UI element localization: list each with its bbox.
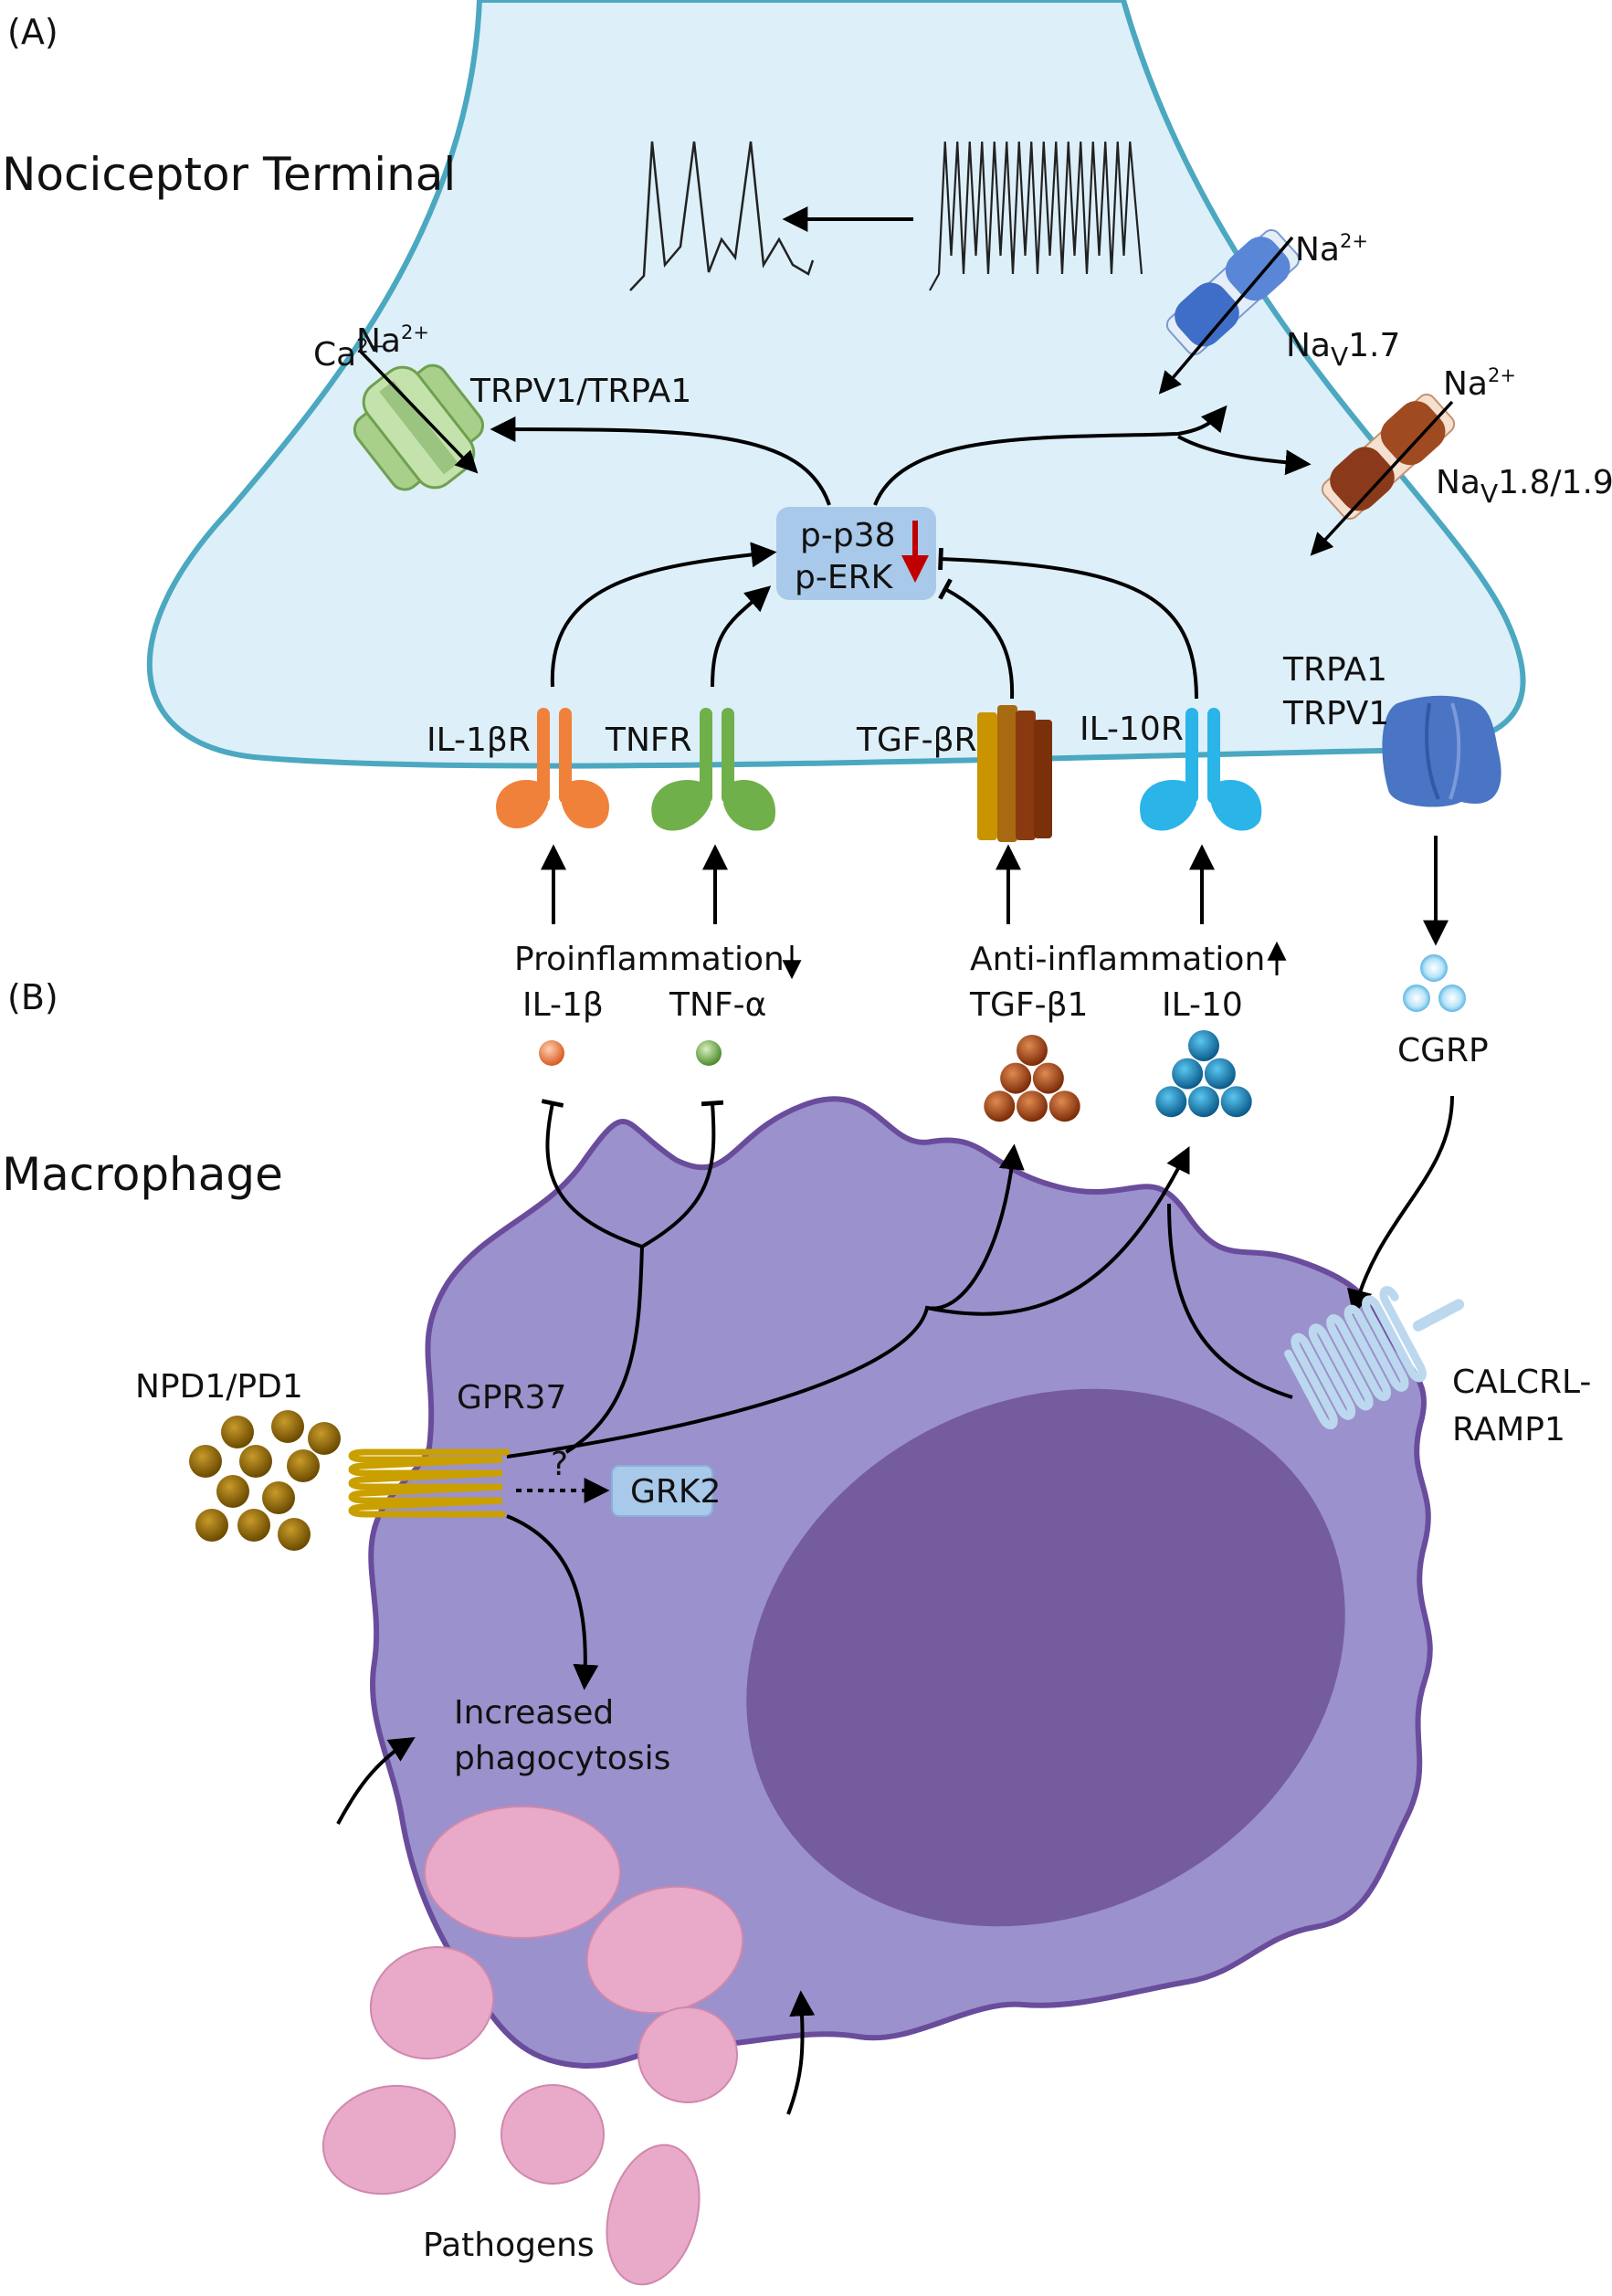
- nociceptor-terminal-title: Nociceptor Terminal: [2, 148, 456, 201]
- nav17-sodium-label: Na2+: [1295, 230, 1368, 269]
- pathogen-uptake-arrow-1: [336, 1737, 416, 1825]
- trpv1-ion-flow-arrow: [359, 350, 479, 474]
- grk2-label: GRK2: [630, 1473, 721, 1511]
- macrophage-nucleus: [746, 1388, 1345, 1927]
- calcrl-to-il10-link: [1167, 1203, 1293, 1399]
- tnfr-receptor-icon: [651, 708, 776, 831]
- gpr37-inhibit-tnfa: [640, 1100, 724, 1248]
- il1br-to-kinase-arrow: [550, 542, 777, 688]
- nav18-channel-icon: [1321, 394, 1456, 520]
- pathogens-label: Pathogens: [423, 2227, 595, 2264]
- gpr37-to-il10-arrow: [506, 1145, 1190, 1459]
- nav17-channel-icon: [1165, 229, 1301, 355]
- tgfb1-label: TGF-β1: [969, 986, 1088, 1024]
- il1br-label: IL-1βR: [427, 721, 531, 759]
- proinflammation-label: Proinflammation: [514, 941, 785, 978]
- pathogen-internalized-3: [637, 2006, 738, 2103]
- npd1-pd1-label: NPD1/PD1: [135, 1368, 303, 1406]
- tgfbr-label: TGF-βR: [856, 721, 977, 759]
- nociceptor-terminal-shape: [146, 0, 1526, 769]
- gpr37-label: GPR37: [457, 1379, 566, 1417]
- il10r-inhibit-kinase: [938, 547, 1198, 700]
- nav18-label: NaV1.8/1.9: [1436, 464, 1612, 509]
- kinase-to-nav18-arrow: [1177, 435, 1312, 476]
- tnfa-molecule-icon: [696, 1040, 722, 1066]
- macrophage-title: Macrophage: [2, 1148, 283, 1201]
- panel-b-label: (B): [7, 977, 58, 1017]
- kinase-to-nav17-arrow: [873, 405, 1227, 506]
- tgfb1-molecules-icon: [984, 1035, 1080, 1122]
- il1b-molecule-icon: [539, 1040, 564, 1066]
- nav17-label: NaV1.7: [1286, 327, 1400, 372]
- action-potential-low-frequency: [629, 141, 815, 291]
- pathogen-uptake-arrow-2: [786, 1990, 816, 2115]
- gpr37-to-phagocytosis-arrow: [506, 1514, 599, 1690]
- pathogen-1: [369, 1946, 495, 2059]
- il10r-label: IL-10R: [1080, 711, 1184, 748]
- grk2-box: [611, 1465, 713, 1517]
- calcrl-ramp1-receptor-icon: [1284, 1286, 1465, 1430]
- anti-inflammation-label: Anti-inflammation: [970, 941, 1265, 978]
- tgfbr-receptor-icon: [977, 705, 1052, 842]
- phagocytosis-label-2: phagocytosis: [454, 1740, 670, 1777]
- tnfr-label: TNFR: [605, 721, 692, 759]
- nav18-sodium-label: Na2+: [1443, 364, 1516, 403]
- il1br-receptor-icon: [496, 708, 609, 828]
- trpv1-trpa1-channel-icon: [353, 363, 485, 491]
- trpa1-trpv1-membrane-channel-icon: [1382, 695, 1501, 807]
- gpr37-receptor-icon: [348, 1448, 511, 1518]
- trpa1-label: TRPA1: [1282, 651, 1387, 689]
- tnfa-label: TNF-α: [669, 986, 766, 1024]
- trpv1-label: TRPV1: [1282, 695, 1389, 732]
- gpr37-inhibit-il1b: [541, 1099, 643, 1248]
- grk2-question-mark: ?: [551, 1446, 568, 1483]
- tnfr-to-kinase-arrow: [711, 585, 772, 688]
- kinase-label-pp38: p-p38: [800, 517, 896, 554]
- pathogen-4: [606, 2143, 701, 2286]
- cgrp-label: CGRP: [1397, 1032, 1489, 1069]
- kinase-box: [776, 507, 936, 600]
- calcrl-label: CALCRL-: [1452, 1364, 1591, 1401]
- kinase-label-perk: p-ERK: [795, 559, 894, 596]
- trpv1-trpa1-label: TRPV1/TRPA1: [469, 373, 691, 410]
- phagocytosis-label-1: Increased: [454, 1694, 614, 1732]
- panel-a-label: (A): [7, 12, 58, 52]
- nav18-ion-flow-arrow: [1310, 400, 1454, 556]
- kinase-to-trpv1-arrow: [490, 416, 831, 506]
- ramp1-label: RAMP1: [1452, 1411, 1565, 1448]
- cgrp-molecules-icon: [1403, 954, 1466, 1012]
- trpv1-calcium-label: Ca2+: [313, 335, 385, 374]
- cgrp-to-calcrl-arrow: [1347, 1095, 1454, 1316]
- tgfbr-inhibit-kinase: [938, 578, 1015, 700]
- il1b-label: IL-1β: [522, 986, 604, 1024]
- pathogen-3: [500, 2084, 605, 2185]
- pathogen-internalized-1: [424, 1806, 621, 1939]
- il10-label: IL-10: [1162, 986, 1243, 1024]
- il10-molecules-icon: [1155, 1030, 1252, 1118]
- trpv1-sodium-label: Na2+: [356, 321, 429, 360]
- nav17-ion-flow-arrow: [1158, 236, 1294, 395]
- gpr37-to-inhibition-branch: [564, 1246, 644, 1454]
- npd1-pd1-ligand-icon: [189, 1410, 341, 1551]
- il10r-receptor-icon: [1140, 708, 1262, 831]
- gpr37-to-tgfb1-arrow: [926, 1143, 1025, 1311]
- pathogen-2: [321, 2084, 457, 2196]
- action-potential-high-frequency: [929, 141, 1143, 291]
